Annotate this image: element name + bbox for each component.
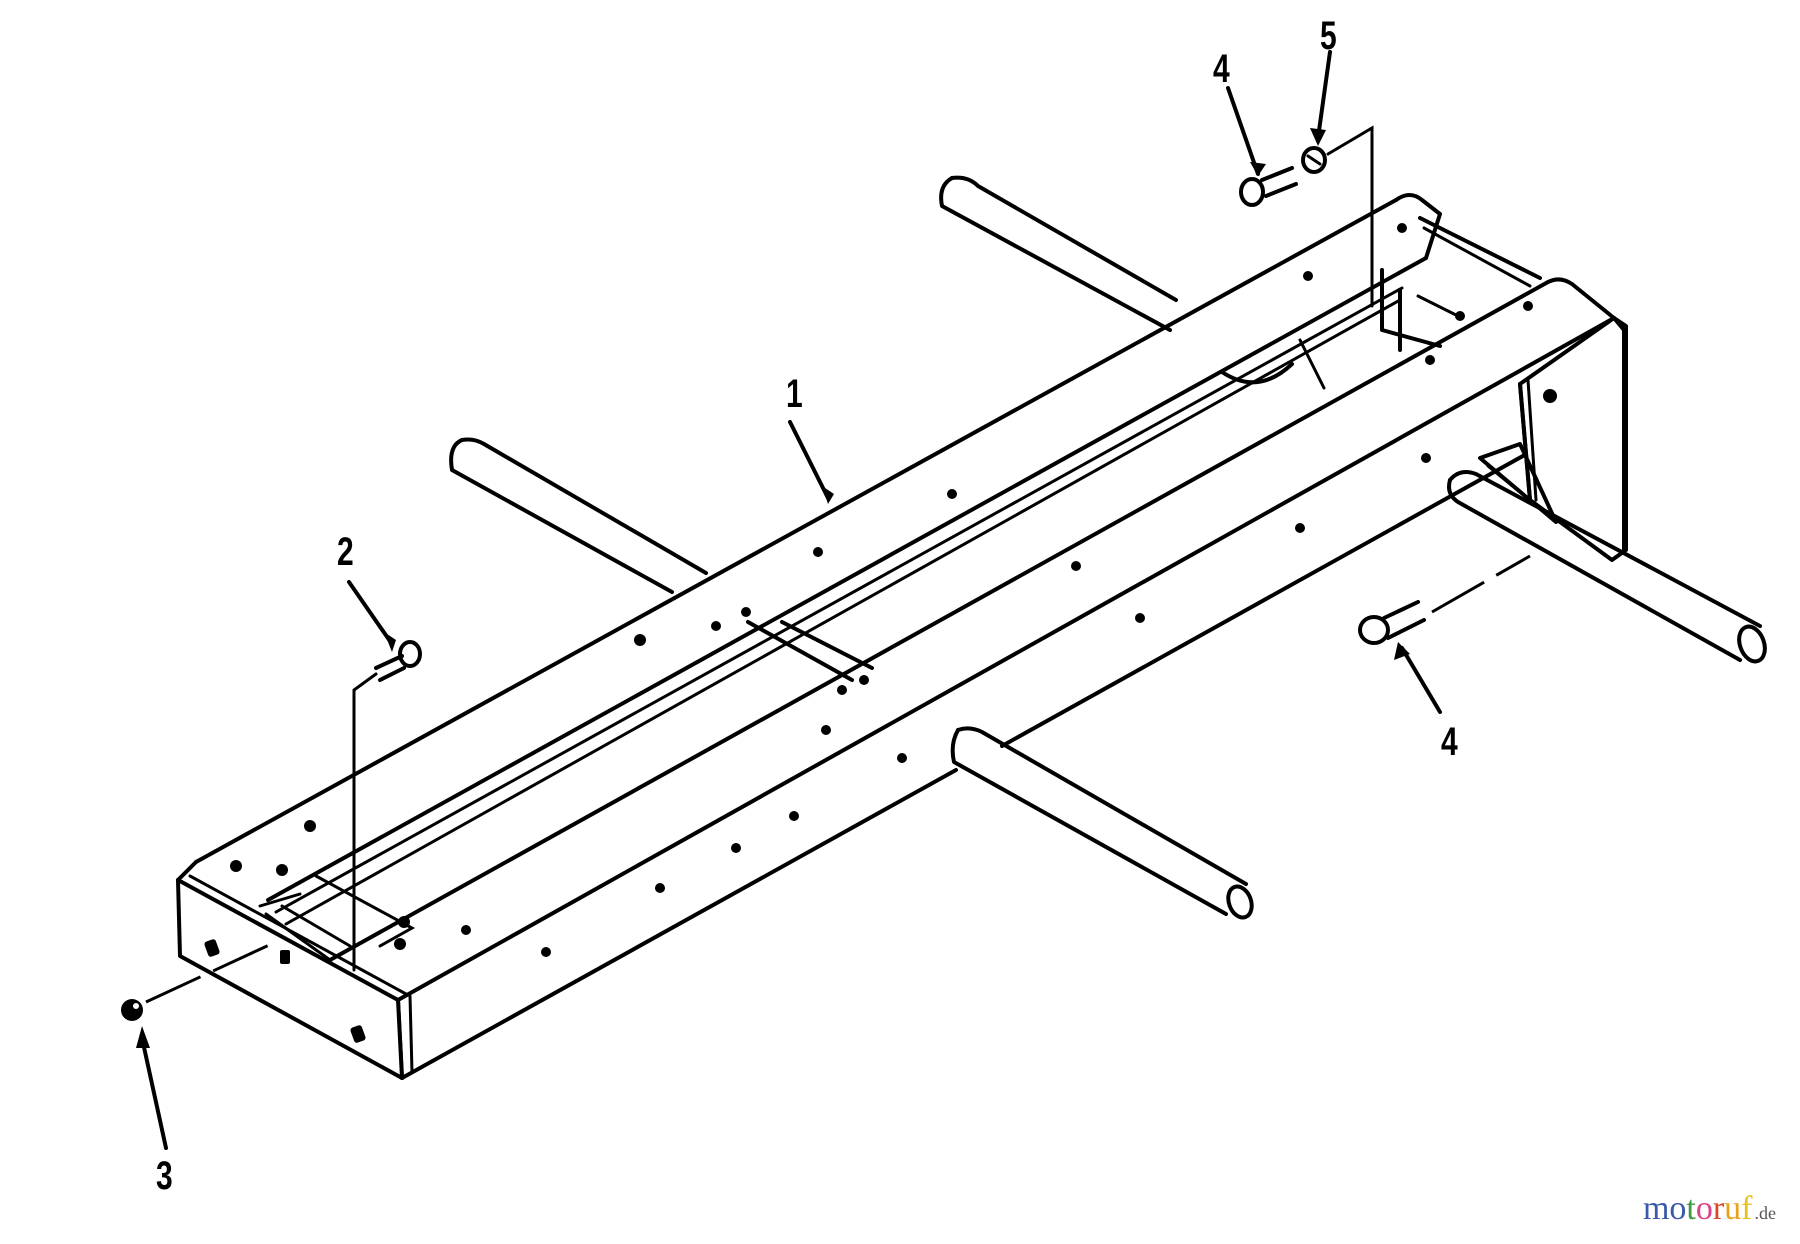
- bolt-4-right: [1358, 554, 1531, 645]
- watermark-letter: m: [1642, 1190, 1670, 1227]
- washer-5: [1301, 125, 1374, 308]
- watermark-letter: o: [1695, 1190, 1713, 1227]
- watermark-letter: u: [1724, 1190, 1742, 1227]
- right-cross-rod: [1447, 470, 1767, 664]
- mounting-holes: [230, 223, 1557, 957]
- callout-2: 2: [337, 530, 354, 574]
- rear-bracket: [1220, 216, 1628, 562]
- left-cross-rod: [449, 437, 708, 594]
- rear-cross-rod: [939, 175, 1178, 332]
- front-cross-member: [176, 860, 416, 1080]
- watermark-letter: r: [1712, 1190, 1725, 1227]
- watermark-letter: t: [1686, 1190, 1696, 1227]
- callout-4-upper: 4: [1213, 47, 1230, 91]
- callout-5: 5: [1320, 14, 1337, 58]
- watermark-letter: o: [1669, 1190, 1687, 1227]
- callout-1: 1: [786, 372, 803, 416]
- right-long-beam: [328, 277, 1616, 1080]
- callout-4-right: 4: [1441, 720, 1458, 764]
- bolt-4-upper: [1239, 166, 1298, 207]
- left-long-beam: [194, 193, 1442, 926]
- leader-arrows: [136, 50, 1442, 1150]
- callout-3: 3: [156, 1154, 173, 1198]
- middle-crossbar: [746, 620, 874, 682]
- nut-3: [121, 938, 281, 1021]
- bottom-cross-rod: [950, 726, 1254, 920]
- watermark-suffix: .de: [1754, 1203, 1777, 1223]
- watermark-letter: f: [1741, 1190, 1753, 1227]
- bolt-2: [352, 640, 422, 972]
- watermark-logo: motoruf.de: [1643, 1190, 1776, 1228]
